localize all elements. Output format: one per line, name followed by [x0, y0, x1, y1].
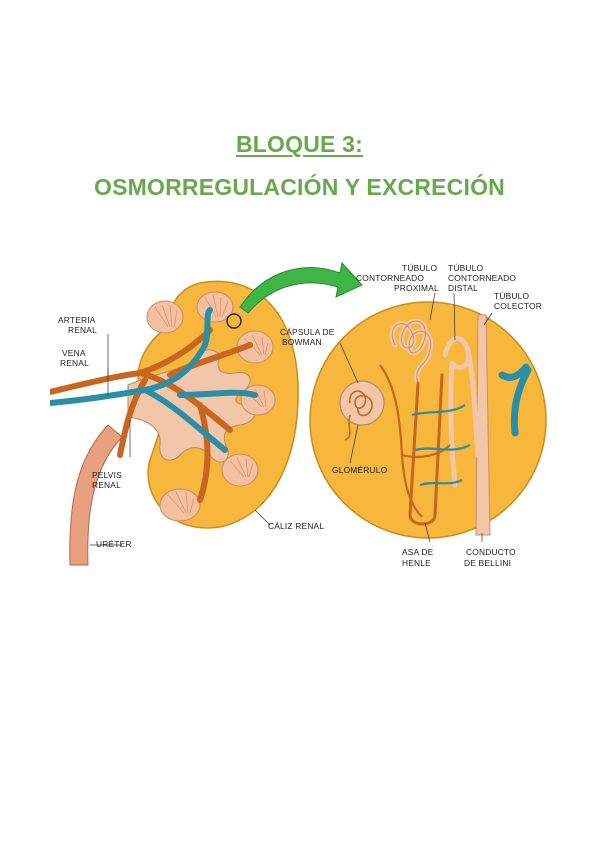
label-tubulo-distal-1: TÚBULO — [448, 263, 483, 273]
label-caliz-renal: CÁLIZ RENAL — [268, 521, 324, 531]
zoom-arrow — [239, 261, 363, 314]
leader-lines — [90, 292, 493, 546]
distal-tubule — [442, 336, 481, 488]
label-vena-renal-1: VENA — [62, 348, 86, 358]
label-arteria-renal-2: RENAL — [68, 325, 97, 335]
glomerulus — [344, 390, 373, 441]
renal-vein — [50, 307, 258, 453]
label-ureter: URÉTER — [96, 539, 132, 549]
magnified-area-marker — [226, 313, 242, 329]
kidney-illustration — [50, 280, 299, 566]
ureter-tube — [69, 424, 123, 566]
document-title-line1: BLOQUE 3: — [235, 131, 364, 157]
label-conducto-bellini-2: DE BELLINI — [464, 558, 511, 568]
label-tubulo-proximal-2: CONTORNEADO — [356, 273, 424, 283]
label-tubulo-colector-1: TÚBULO — [494, 291, 529, 301]
document-title-line2: OSMORREGULACIÓN Y EXCRECIÓN — [94, 174, 505, 200]
label-asa-henle-1: ASA DE — [402, 547, 434, 557]
bowman-capsule — [339, 380, 385, 426]
label-tubulo-proximal-1: TÚBULO — [402, 263, 437, 273]
label-tubulo-proximal-3: PROXIMAL — [394, 283, 439, 293]
label-vena-renal-2: RENAL — [60, 358, 89, 368]
label-tubulo-distal-2: CONTORNEADO — [448, 273, 516, 283]
label-tubulo-distal-3: DISTAL — [448, 283, 478, 293]
large-vein — [498, 363, 532, 437]
label-capsula-bowman-2: BOWMAN — [282, 337, 322, 347]
peritubular-vein — [411, 404, 471, 487]
nephron-illustration — [309, 301, 547, 539]
label-tubulo-colector-2: COLECTOR — [494, 301, 542, 311]
label-capsula-bowman-1: CÁPSULA DE — [280, 327, 335, 337]
label-asa-henle-2: HENLE — [402, 558, 431, 568]
collecting-duct — [475, 314, 491, 536]
proximal-tubule-outline — [391, 320, 432, 384]
kidney-nephron-diagram: ARTERIA RENAL VENA RENAL PELVIS RENAL UR… — [50, 261, 547, 568]
label-glomerulo: GLOMÉRULO — [332, 465, 388, 475]
label-arteria-renal-1: ARTERIA — [58, 315, 96, 325]
labels: ARTERIA RENAL VENA RENAL PELVIS RENAL UR… — [58, 263, 542, 568]
peritubular-artery — [379, 364, 451, 518]
label-pelvis-renal-1: PELVIS — [92, 470, 122, 480]
loop-of-henle — [408, 373, 444, 526]
label-pelvis-renal-2: RENAL — [92, 480, 121, 490]
label-conducto-bellini-1: CONDUCTO — [466, 547, 516, 557]
